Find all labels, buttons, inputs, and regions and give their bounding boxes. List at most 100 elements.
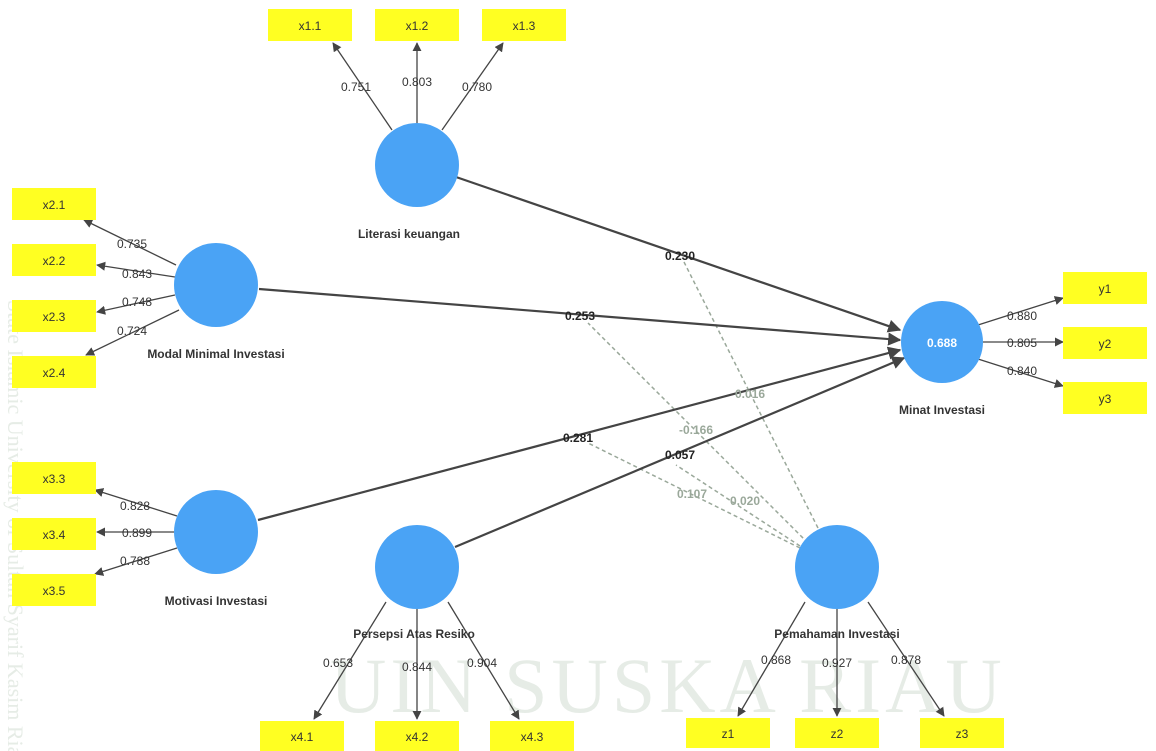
indicator-label: x1.2 (406, 19, 429, 33)
indicator-label: y2 (1099, 337, 1112, 351)
construct-modal-minimal-investasi[interactable] (174, 243, 258, 327)
loading-value-y3: 0.840 (1007, 364, 1037, 378)
moderation-line-motivasi (587, 442, 801, 549)
loading-line-x2-3 (96, 294, 176, 315)
loading-line-x3-5 (94, 547, 178, 576)
loading-value-y1: 0.880 (1007, 309, 1037, 323)
construct-labels: Literasi keuangan Modal Minimal Investas… (147, 227, 985, 641)
construct-label-pemahaman: Pemahaman Investasi (774, 627, 899, 641)
construct-label-minat: Minat Investasi (899, 403, 985, 417)
path-line-modal-minat (258, 287, 902, 346)
indicator-label: y1 (1099, 282, 1112, 296)
loading-value-x3-5: 0.788 (120, 554, 150, 568)
loading-value-x4-1: 0.653 (323, 656, 353, 670)
indicator-label: x2.4 (43, 366, 66, 380)
loading-value-x4-3: 0.904 (467, 656, 497, 670)
indicator-x4-2[interactable]: x4.2 (375, 721, 459, 751)
loading-line-x4-3 (447, 601, 520, 720)
indicator-z3[interactable]: z3 (920, 718, 1004, 748)
moderation-line-persepsi (675, 464, 801, 547)
construct-literasi-keuangan[interactable] (375, 123, 459, 207)
loading-value-y2: 0.805 (1007, 336, 1037, 350)
indicator-label: z1 (722, 727, 735, 741)
indicator-x2-2[interactable]: x2.2 (12, 244, 96, 276)
construct-minat-investasi[interactable] (901, 301, 983, 383)
loading-line-y1 (977, 296, 1064, 326)
moderation-line-modal (587, 322, 809, 544)
indicator-x4-3[interactable]: x4.3 (490, 721, 574, 751)
loading-line-z3 (867, 601, 945, 717)
constructs: 0.688 (174, 123, 983, 609)
moderation-lines (587, 261, 819, 549)
moderation-value-modal: -0.166 (679, 423, 713, 437)
construct-persepsi-atas-resiko[interactable] (375, 525, 459, 609)
indicator-label: z2 (831, 727, 844, 741)
indicator-label: x1.3 (513, 19, 536, 33)
r-squared-value: 0.688 (927, 336, 957, 350)
indicator-x3-3[interactable]: x3.3 (12, 462, 96, 494)
indicator-label: x2.2 (43, 254, 66, 268)
path-line-motivasi-minat (257, 346, 902, 522)
structural-paths (257, 175, 906, 549)
moderation-coefficients: 0.016 -0.166 0.107 0.020 (677, 387, 765, 508)
indicator-label: x4.2 (406, 730, 429, 744)
loading-values: 0.751 0.803 0.780 0.735 0.843 0.748 0.72… (117, 75, 1037, 674)
loading-line-z1 (737, 601, 806, 717)
construct-label-persepsi: Persepsi Atas Resiko (353, 627, 475, 641)
indicator-label: x3.4 (43, 528, 66, 542)
loading-value-z3: 0.878 (891, 653, 921, 667)
path-value-literasi-minat: 0.230 (665, 249, 695, 263)
indicator-label: z3 (956, 727, 969, 741)
indicator-y2[interactable]: y2 (1063, 327, 1147, 359)
loading-value-x2-2: 0.843 (122, 267, 152, 281)
indicator-label: x4.1 (291, 730, 314, 744)
indicator-x2-1[interactable]: x2.1 (12, 188, 96, 220)
indicator-x1-2[interactable]: x1.2 (375, 9, 459, 41)
indicator-z1[interactable]: z1 (686, 718, 770, 748)
indicator-x4-1[interactable]: x4.1 (260, 721, 344, 751)
loading-line-x3-3 (94, 488, 178, 517)
indicator-x2-3[interactable]: x2.3 (12, 300, 96, 332)
indicator-x2-4[interactable]: x2.4 (12, 356, 96, 388)
moderation-value-motivasi: 0.107 (677, 487, 707, 501)
indicator-x1-1[interactable]: x1.1 (268, 9, 352, 41)
loading-line-x2-1 (83, 219, 177, 266)
indicator-label: x1.1 (299, 19, 322, 33)
loading-value-x2-3: 0.748 (122, 295, 152, 309)
indicator-x3-4[interactable]: x3.4 (12, 518, 96, 550)
loading-value-x1-1: 0.751 (341, 80, 371, 94)
loading-line-x1-1 (332, 42, 393, 131)
indicator-z2[interactable]: z2 (795, 718, 879, 748)
construct-pemahaman-investasi[interactable] (795, 525, 879, 609)
path-line-literasi-minat (455, 175, 902, 333)
indicator-label: y3 (1099, 392, 1112, 406)
construct-label-motivasi: Motivasi Investasi (165, 594, 268, 608)
moderation-line-literasi (683, 261, 819, 529)
loading-value-x3-4: 0.899 (122, 526, 152, 540)
loading-value-z2: 0.927 (822, 656, 852, 670)
indicator-label: x3.3 (43, 472, 66, 486)
indicator-y1[interactable]: y1 (1063, 272, 1147, 304)
loading-value-x1-2: 0.803 (402, 75, 432, 89)
path-value-persepsi-minat: 0.057 (665, 448, 695, 462)
path-value-motivasi-minat: 0.281 (563, 431, 593, 445)
construct-label-literasi: Literasi keuangan (358, 227, 460, 241)
indicator-x3-5[interactable]: x3.5 (12, 574, 96, 606)
indicator-label: x2.3 (43, 310, 66, 324)
indicator-x1-3[interactable]: x1.3 (482, 9, 566, 41)
path-line-persepsi-minat (454, 356, 906, 549)
path-coefficients: 0.230 0.253 0.281 0.057 (563, 249, 695, 462)
indicator-label: x2.1 (43, 198, 66, 212)
loading-value-x4-2: 0.844 (402, 660, 432, 674)
loading-line-x2-4 (85, 309, 180, 356)
loading-value-x2-1: 0.735 (117, 237, 147, 251)
indicator-boxes: x1.1 x1.2 x1.3 x2.1 x2.2 x2.3 x2.4 x3.3 … (12, 9, 1147, 751)
construct-motivasi-investasi[interactable] (174, 490, 258, 574)
loading-value-x3-3: 0.828 (120, 499, 150, 513)
path-value-modal-minat: 0.253 (565, 309, 595, 323)
loading-value-z1: 0.868 (761, 653, 791, 667)
indicator-y3[interactable]: y3 (1063, 382, 1147, 414)
loading-line-y3 (977, 358, 1064, 388)
watermark-bottom-text: UIN SUSKA RIAU (330, 642, 1006, 729)
